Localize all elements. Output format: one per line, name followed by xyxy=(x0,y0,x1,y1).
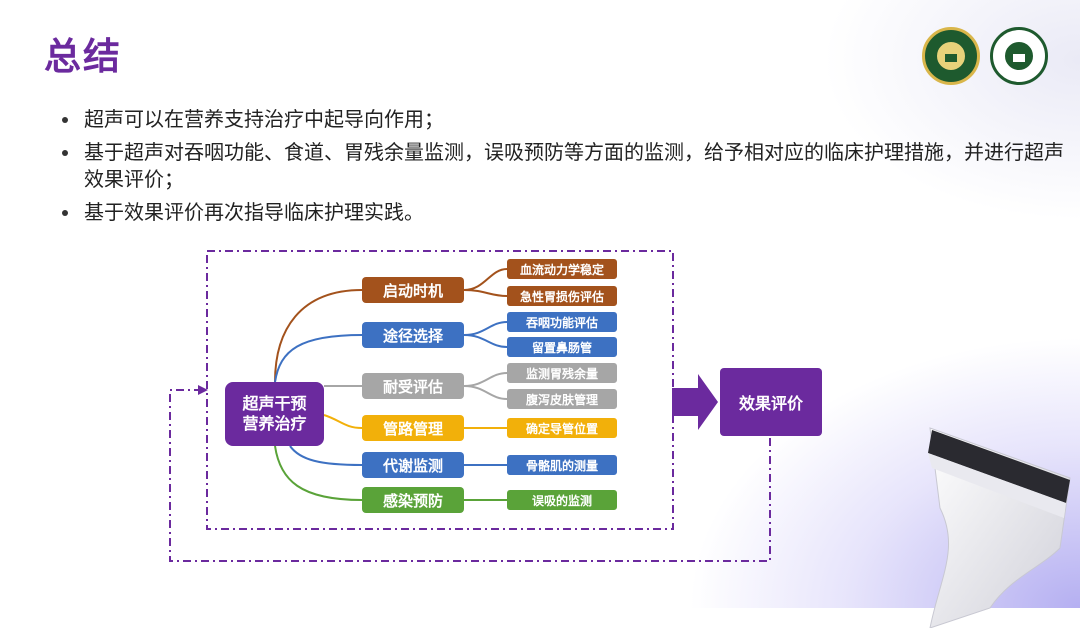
connector-line xyxy=(274,334,363,383)
leaf-node: 腹泻皮肤管理 xyxy=(507,389,617,409)
ultrasound-probe-icon xyxy=(928,427,1071,628)
connector-line xyxy=(463,268,508,291)
bullet-dot-icon xyxy=(62,150,68,156)
node-start-timing: 启动时机 xyxy=(362,277,464,303)
feedback-arrow-icon xyxy=(198,385,208,395)
hospital-logo-left xyxy=(922,27,980,85)
leaf-node: 血流动力学稳定 xyxy=(507,259,617,279)
bullet-item: 基于超声对吞咽功能、食道、胃残余量监测，误吸预防等方面的监测，给予相对应的临床护… xyxy=(62,139,1072,193)
node-route-selection: 途径选择 xyxy=(362,322,464,348)
bullet-item: 基于效果评价再次指导临床护理实践。 xyxy=(62,199,1072,226)
bullet-dot-icon xyxy=(62,117,68,123)
root-node: 超声干预 营养治疗 xyxy=(225,382,324,446)
leaf-node: 急性胃损伤评估 xyxy=(507,286,617,306)
node-infection-prevention: 感染预防 xyxy=(362,487,464,513)
leaf-node: 骨骼肌的测量 xyxy=(507,455,617,475)
summary-bullet-list: 超声可以在营养支持治疗中起导向作用； 基于超声对吞咽功能、食道、胃残余量监测，误… xyxy=(62,106,1072,232)
leaf-node: 吞咽功能评估 xyxy=(507,312,617,332)
bullet-item: 超声可以在营养支持治疗中起导向作用； xyxy=(62,106,1072,133)
node-tube-management: 管路管理 xyxy=(362,415,464,441)
result-node: 效果评价 xyxy=(720,368,822,436)
leaf-node: 确定导管位置 xyxy=(507,418,617,438)
connector-line xyxy=(274,445,363,501)
dashed-frame xyxy=(206,250,674,530)
connector-line xyxy=(274,289,363,383)
connector-line xyxy=(463,334,508,348)
staff-emblem-icon xyxy=(1003,40,1035,72)
page-title: 总结 xyxy=(44,35,122,78)
node-tolerance-assessment: 耐受评估 xyxy=(362,373,464,399)
crown-emblem-icon xyxy=(935,40,967,72)
leaf-node: 留置鼻肠管 xyxy=(507,337,617,357)
bullet-dot-icon xyxy=(62,210,68,216)
leaf-node: 误吸的监测 xyxy=(507,490,617,510)
node-metabolic-monitoring: 代谢监测 xyxy=(362,452,464,478)
mindmap-connectors xyxy=(169,250,771,562)
result-arrow-icon xyxy=(672,374,718,430)
connector-line xyxy=(323,414,363,429)
connector-line xyxy=(463,372,508,387)
connector-line xyxy=(463,321,508,336)
connector-line xyxy=(289,445,363,466)
hospital-logo-right xyxy=(990,27,1048,85)
feedback-loop-line xyxy=(169,389,771,562)
leaf-node: 监测胃残余量 xyxy=(507,363,617,383)
connector-line xyxy=(463,385,508,400)
connector-line xyxy=(463,289,508,297)
